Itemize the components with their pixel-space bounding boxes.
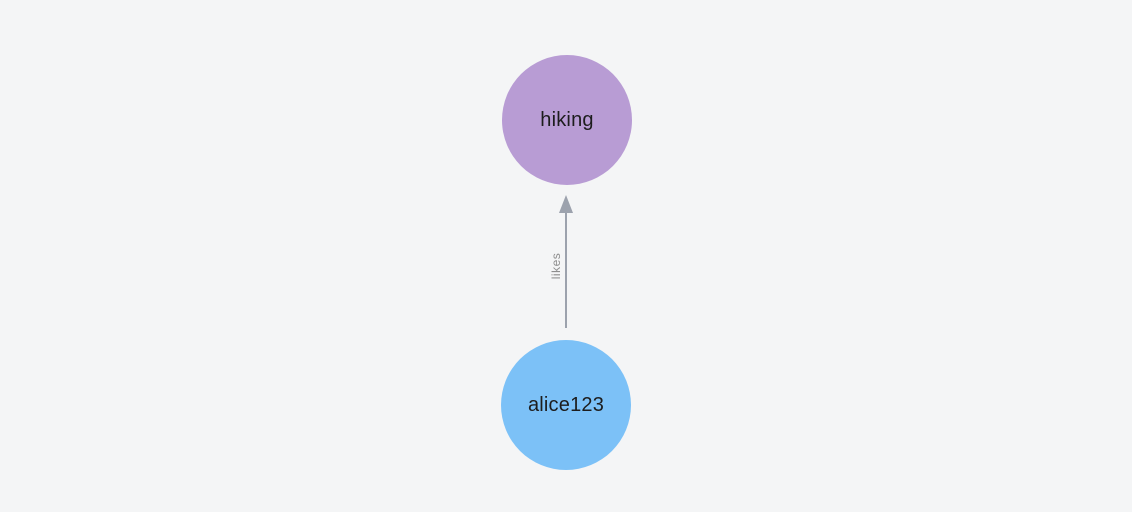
- node-alice123[interactable]: alice123: [501, 340, 631, 470]
- edge-likes[interactable]: [565, 211, 567, 328]
- edge-arrowhead-icon: [559, 195, 573, 213]
- edge-likes-label: likes: [549, 252, 563, 280]
- node-hiking-label: hiking: [540, 108, 594, 131]
- node-alice123-label: alice123: [527, 393, 605, 416]
- node-hiking[interactable]: hiking: [502, 55, 632, 185]
